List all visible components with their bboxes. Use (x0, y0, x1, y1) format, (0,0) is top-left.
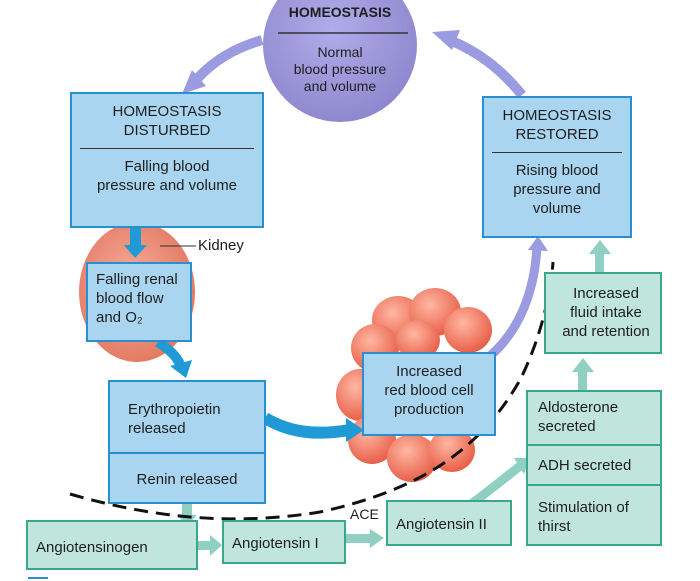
kidney-label: Kidney (198, 237, 244, 254)
box-falling-renal: Falling renal blood flow and O₂ (86, 262, 192, 342)
ace-label: ACE (350, 506, 379, 522)
arrowhead-disturbed (182, 70, 206, 94)
dashed-boundary (69, 261, 555, 521)
restored-divider (492, 152, 622, 153)
box-angiotensinogen: Angiotensinogen (26, 520, 198, 570)
arrow-angiotensinogen-to-angiotensin1 (194, 541, 212, 550)
disturbed-body: Falling blood pressure and volume (96, 158, 238, 194)
red-blood-cells (336, 288, 492, 482)
box-angiotensin-2: Angiotensin II (386, 500, 512, 546)
arrow-fluid-to-restored (595, 250, 604, 272)
restored-title: HOMEOSTASIS RESTORED (502, 107, 612, 143)
arrow-angiotensin1-to-angiotensin2 (346, 534, 372, 543)
arrow-renal-to-erythropoietin (155, 337, 185, 367)
arrowhead-restored (528, 236, 548, 251)
box-adh: ADH secreted (526, 444, 662, 486)
arrow-homeostasis-to-disturbed (192, 35, 264, 84)
homeostasis-circle (263, 0, 417, 122)
box-renin: Renin released (108, 452, 266, 504)
box-aldosterone: Aldosterone secreted (526, 390, 662, 446)
arrowhead-homeostasis (432, 30, 460, 50)
homeostasis-body: Normal blood pressure and volume (293, 44, 387, 94)
arrow-renin-down (182, 504, 192, 518)
disturbed-divider (80, 148, 254, 149)
arrow-disturbed-to-renal (130, 227, 141, 249)
box-fluid-intake: Increased fluid intake and retention (544, 272, 662, 354)
box-angiotensin-1: Angiotensin I (222, 520, 346, 564)
box-homeostasis-disturbed: HOMEOSTASIS DISTURBED Falling blood pres… (70, 92, 264, 228)
restored-body: Rising blood pressure and volume (513, 162, 601, 217)
arrow-erythropoietin-to-rbc (261, 412, 351, 439)
box-thirst: Stimulation of thirst (526, 484, 662, 546)
disturbed-title: HOMEOSTASIS DISTURBED (112, 103, 222, 139)
box-erythropoietin: Erythropoietin released (108, 380, 266, 454)
box-homeostasis-restored: HOMEOSTASIS RESTORED Rising blood pressu… (482, 96, 632, 238)
box-rbc-production: Increased red blood cell production (362, 352, 496, 436)
homeostasis-title: HOMEOSTASIS (288, 4, 392, 20)
arrow-restored-to-homeostasis (448, 35, 526, 99)
arrow-aldosterone-to-fluid (578, 368, 587, 392)
arrow-rbc-to-restored (486, 244, 542, 360)
